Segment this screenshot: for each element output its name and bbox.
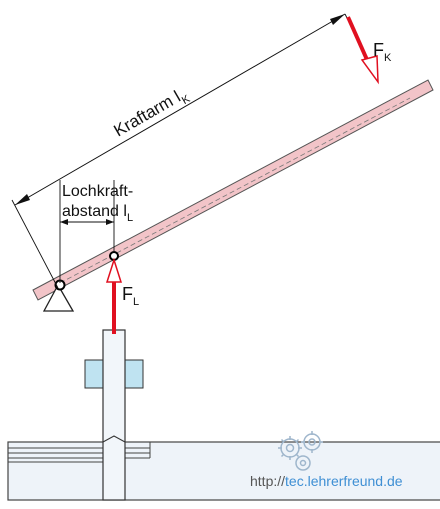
- kraftarm-label: Kraftarm lK: [111, 83, 193, 144]
- workpiece-base: [7, 441, 440, 501]
- lochkraft-label-line2: abstand lL: [62, 203, 133, 224]
- lever-arm: [32, 79, 434, 301]
- watermark-url: http://tec.lehrerfreund.de: [250, 473, 403, 489]
- punch-stem: [102, 329, 126, 501]
- lochkraft-label-line1: Lochkraft-: [62, 183, 133, 200]
- lochkraft-dimension: [59, 180, 115, 283]
- force-fl-arrow: [105, 257, 123, 334]
- force-fk-arrow: [346, 16, 379, 85]
- gear-logo-icon: [278, 431, 323, 471]
- fk-label: FK: [373, 40, 392, 64]
- fl-label: FL: [122, 284, 139, 308]
